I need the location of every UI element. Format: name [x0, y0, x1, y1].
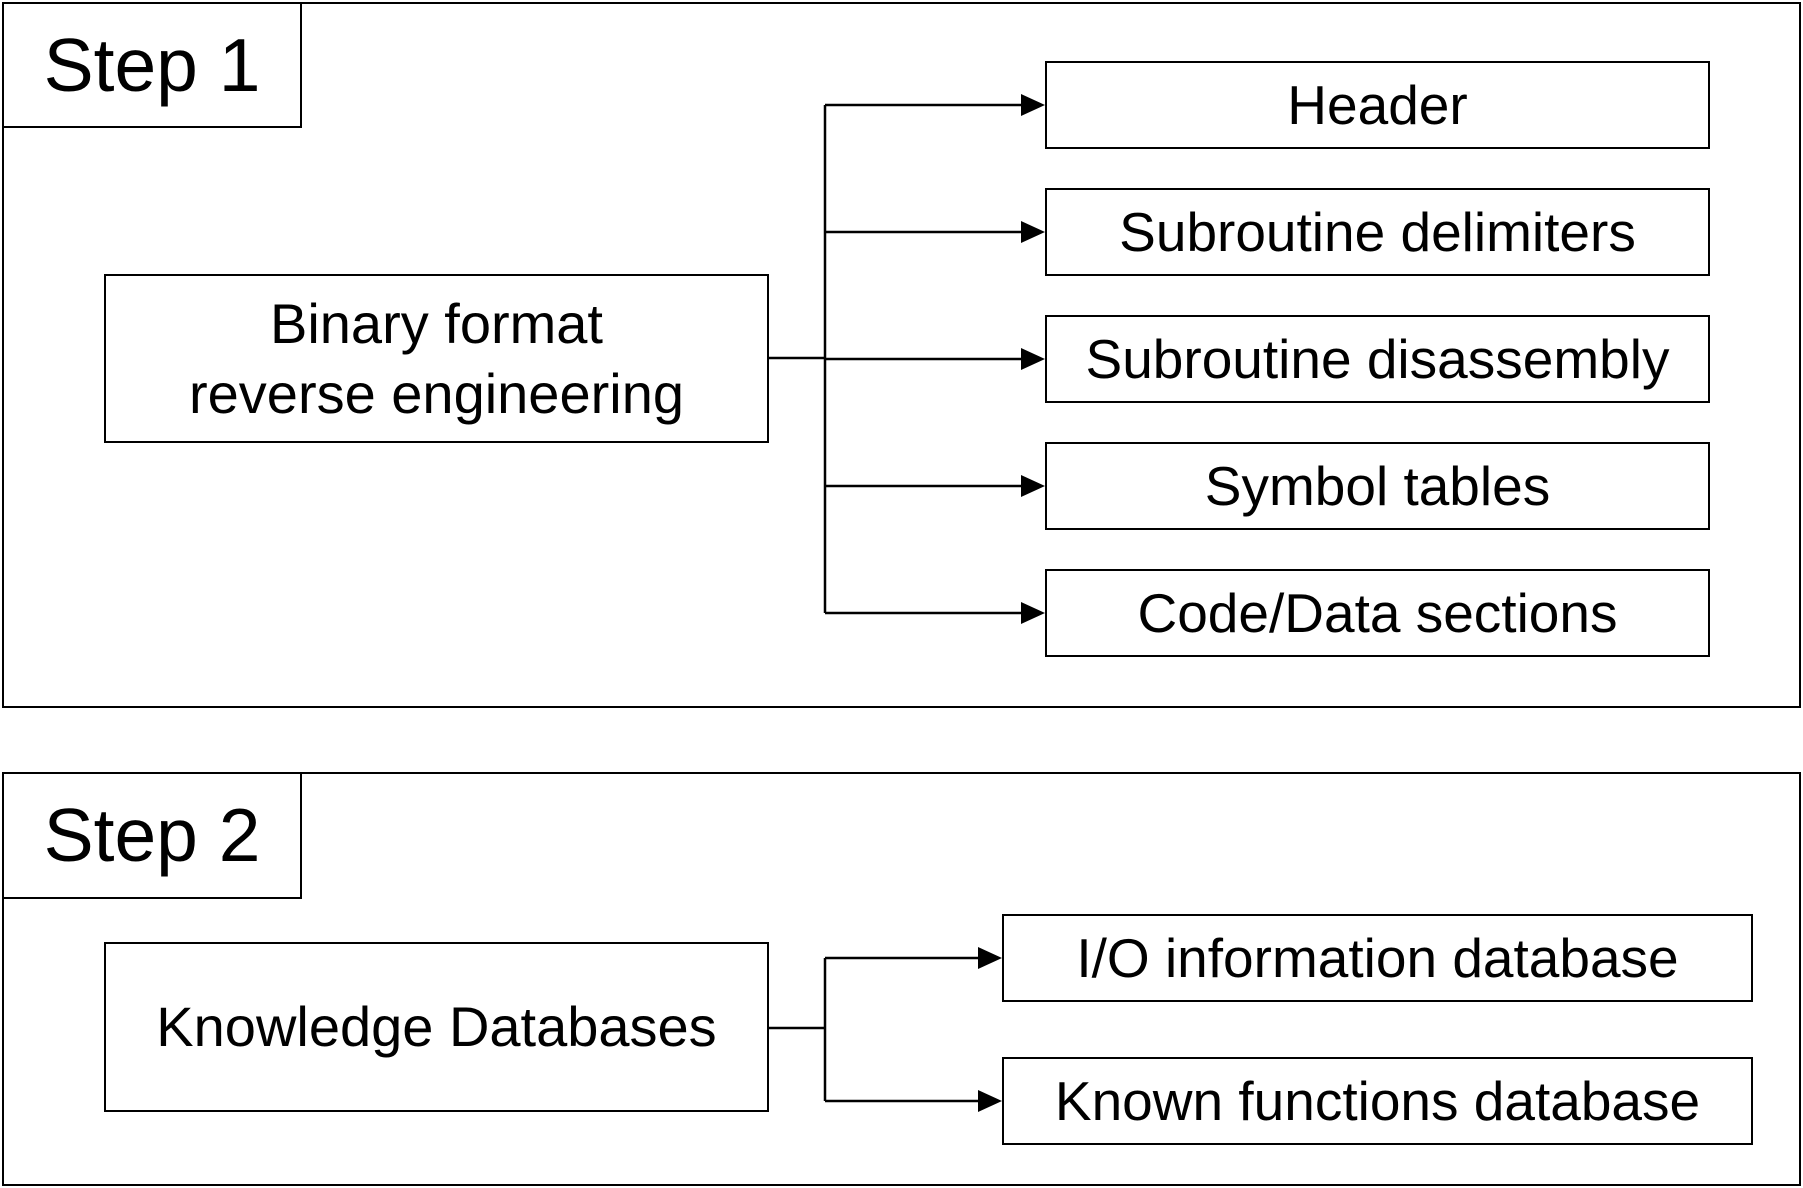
step1-target-header: Header: [1045, 61, 1710, 149]
step1-branch-arrows: [825, 94, 1045, 624]
arrowhead-header: [1021, 94, 1045, 116]
arrowhead-code-data-sections: [1021, 602, 1045, 624]
step1-label: Step 1: [2, 2, 302, 128]
step1-source-line1: Binary format: [269, 291, 603, 355]
arrowhead-subroutine-delimiters: [1021, 221, 1045, 243]
step2-target-known-functions-database: Known functions database: [1002, 1057, 1753, 1145]
arrowhead-subroutine-disassembly: [1021, 348, 1045, 370]
step1-target-subroutine-delimiters: Subroutine delimiters: [1045, 188, 1710, 276]
arrowhead-known-functions-database: [978, 1090, 1002, 1112]
step1-source-box: Binary format reverse engineering: [104, 274, 769, 443]
step2-branch-arrows: [825, 947, 1002, 1112]
step2-source-box: Knowledge Databases: [104, 942, 769, 1112]
step1-target-symbol-tables: Symbol tables: [1045, 442, 1710, 530]
step1-target-subroutine-disassembly: Subroutine disassembly: [1045, 315, 1710, 403]
step2-target-io-information-database: I/O information database: [1002, 914, 1753, 1002]
step1-source-line2: reverse engineering: [189, 361, 684, 425]
arrowhead-io-information-database: [978, 947, 1002, 969]
arrowhead-symbol-tables: [1021, 475, 1045, 497]
step2-label: Step 2: [2, 772, 302, 899]
step1-target-code-data-sections: Code/Data sections: [1045, 569, 1710, 657]
